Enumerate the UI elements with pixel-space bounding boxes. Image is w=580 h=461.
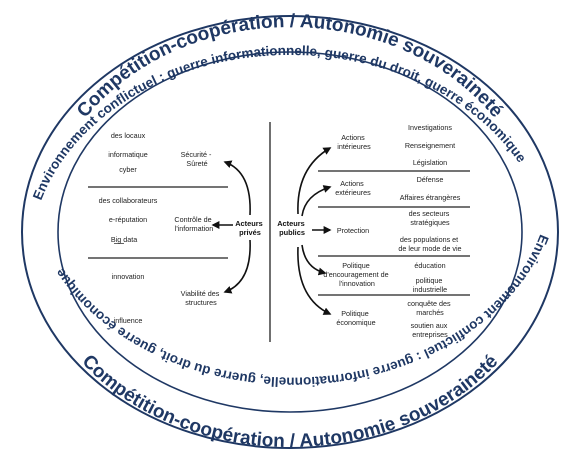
item-conquete-marches: conquête des marchés: [407, 299, 452, 317]
item-big-data: Big data: [111, 235, 137, 244]
item-education: éducation: [414, 261, 445, 270]
item-defense: Défense: [417, 175, 444, 184]
outer-ring-top-text: Compétition-coopération / Autonomie souv…: [73, 11, 507, 122]
left-arrow-viability: [223, 239, 251, 294]
item-informatique: informatique: [108, 150, 148, 159]
item-populations: des populations et de leur mode de vie: [398, 235, 461, 253]
item-e-reputation: e-réputation: [109, 215, 147, 224]
hub-acteurs-publics: Acteurs publics: [277, 219, 307, 237]
item-affaires-etrangeres: Affaires étrangères: [400, 193, 461, 202]
outer-ellipse: [21, 15, 559, 449]
hub-acteurs-prives: Acteurs privés: [235, 219, 265, 237]
topic-securite-surete: Sécurité - Sûreté: [181, 150, 214, 168]
item-soutien-entreprises: soutien aux entreprises: [411, 321, 450, 339]
item-innovation: innovation: [112, 272, 145, 281]
item-politique-industrielle: politique industrielle: [413, 276, 447, 294]
item-investigations: Investigations: [408, 123, 452, 132]
item-secteurs-strategiques: des secteurs stratégiques: [409, 209, 452, 227]
outer-ring-bottom-text: Compétition-coopération / Autonomie souv…: [78, 351, 503, 452]
inner-ellipse: [57, 51, 523, 413]
left-arrow-security: [223, 160, 251, 216]
topic-politique-innovation: Politique d'encouragement de l'innovatio…: [323, 261, 390, 288]
item-influence: influence: [114, 316, 143, 325]
topic-actions-interieures: Actions intérieures: [337, 133, 371, 151]
topic-politique-economique: Politique économique: [336, 309, 375, 327]
right-arrow-interieures: [297, 147, 332, 215]
topic-controle-information: Contrôle de l'information: [174, 215, 213, 233]
right-arrow-economique: [297, 246, 332, 315]
item-des-collaborateurs: des collaborateurs: [99, 196, 158, 205]
right-arrow-exterieures: [301, 185, 332, 217]
topic-protection: Protection: [337, 226, 369, 235]
item-cyber: cyber: [119, 165, 137, 174]
right-arrow-innovation: [301, 244, 327, 276]
topic-viabilite-structures: Viabilité des structures: [181, 289, 222, 307]
item-legislation: Législation: [413, 158, 447, 167]
topic-actions-exterieures: Actions extérieures: [335, 179, 371, 197]
item-renseignement: Renseignement: [405, 141, 455, 150]
item-des-locaux: des locaux: [111, 131, 146, 140]
